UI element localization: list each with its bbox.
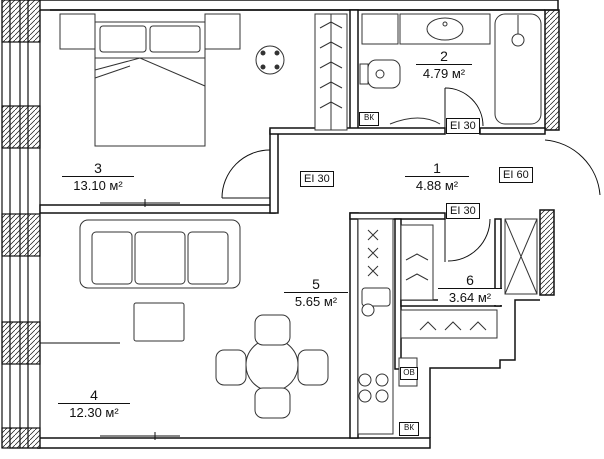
closet-fixtures <box>400 218 538 339</box>
fire-rating-closet-door: EI 30 <box>446 203 480 219</box>
room-number: 2 <box>440 48 448 64</box>
room-number: 4 <box>90 387 98 403</box>
bedroom-door-arc <box>221 149 271 199</box>
room-label-1: 1 4.88 м² <box>405 160 469 193</box>
fire-rating-bath-door: EI 30 <box>446 118 480 134</box>
nightstand-right <box>204 13 241 50</box>
room-label-3: 3 13.10 м² <box>62 160 134 193</box>
stool <box>255 45 285 75</box>
closet-door-arc <box>447 218 491 262</box>
pier-5 <box>1 427 41 449</box>
room-label-5: 5 5.65 м² <box>284 276 348 309</box>
pier-2 <box>1 105 41 149</box>
nightstand-left <box>59 13 96 50</box>
room-area: 5.65 м² <box>284 292 348 309</box>
living-furniture <box>40 219 329 419</box>
oven-label: ОВ <box>400 367 418 380</box>
room-number: 6 <box>466 272 474 288</box>
coffee-table <box>133 302 185 342</box>
cabinet <box>361 13 399 45</box>
bathtub <box>494 13 542 125</box>
left-facade <box>1 0 41 449</box>
pier-4 <box>1 321 41 365</box>
sink <box>426 17 464 41</box>
room-area: 12.30 м² <box>58 403 130 420</box>
room-label-2: 2 4.79 м² <box>416 48 472 81</box>
dining-table <box>245 338 299 392</box>
pier-1 <box>1 0 41 43</box>
pillow-left <box>99 25 147 53</box>
room-number: 1 <box>433 160 441 176</box>
room-number: 5 <box>312 276 320 292</box>
fire-rating-entrance-door: EI 60 <box>499 167 533 183</box>
bathroom-fixtures <box>359 13 542 125</box>
room-area: 4.88 м² <box>405 176 469 193</box>
chair-right <box>297 349 329 386</box>
chair-top <box>254 314 291 346</box>
room-area: 4.79 м² <box>416 64 472 81</box>
room-label-4: 4 12.30 м² <box>58 387 130 420</box>
chair-bottom <box>254 387 291 419</box>
kitchen-sink <box>361 287 391 307</box>
room-label-6: 6 3.64 м² <box>438 272 502 305</box>
pillow-right <box>149 25 201 53</box>
doors <box>221 87 601 262</box>
chair-left <box>215 349 247 386</box>
bath-door-arc <box>444 87 484 127</box>
entrance-door-arc <box>544 139 601 196</box>
vent-label-top: ВК <box>359 112 379 126</box>
closet-shelf <box>400 224 434 301</box>
ceiling-marks <box>100 199 180 440</box>
vent-label-bottom: ВК <box>399 422 419 436</box>
outer-walls <box>37 0 560 449</box>
room-number: 3 <box>94 160 102 176</box>
pier-3 <box>1 213 41 257</box>
bedroom-furniture <box>59 13 348 147</box>
room-area: 13.10 м² <box>62 176 134 193</box>
fire-rating-bedroom-door: EI 30 <box>300 171 334 187</box>
room-area: 3.64 м² <box>438 288 502 305</box>
hanger-rail <box>400 309 498 339</box>
